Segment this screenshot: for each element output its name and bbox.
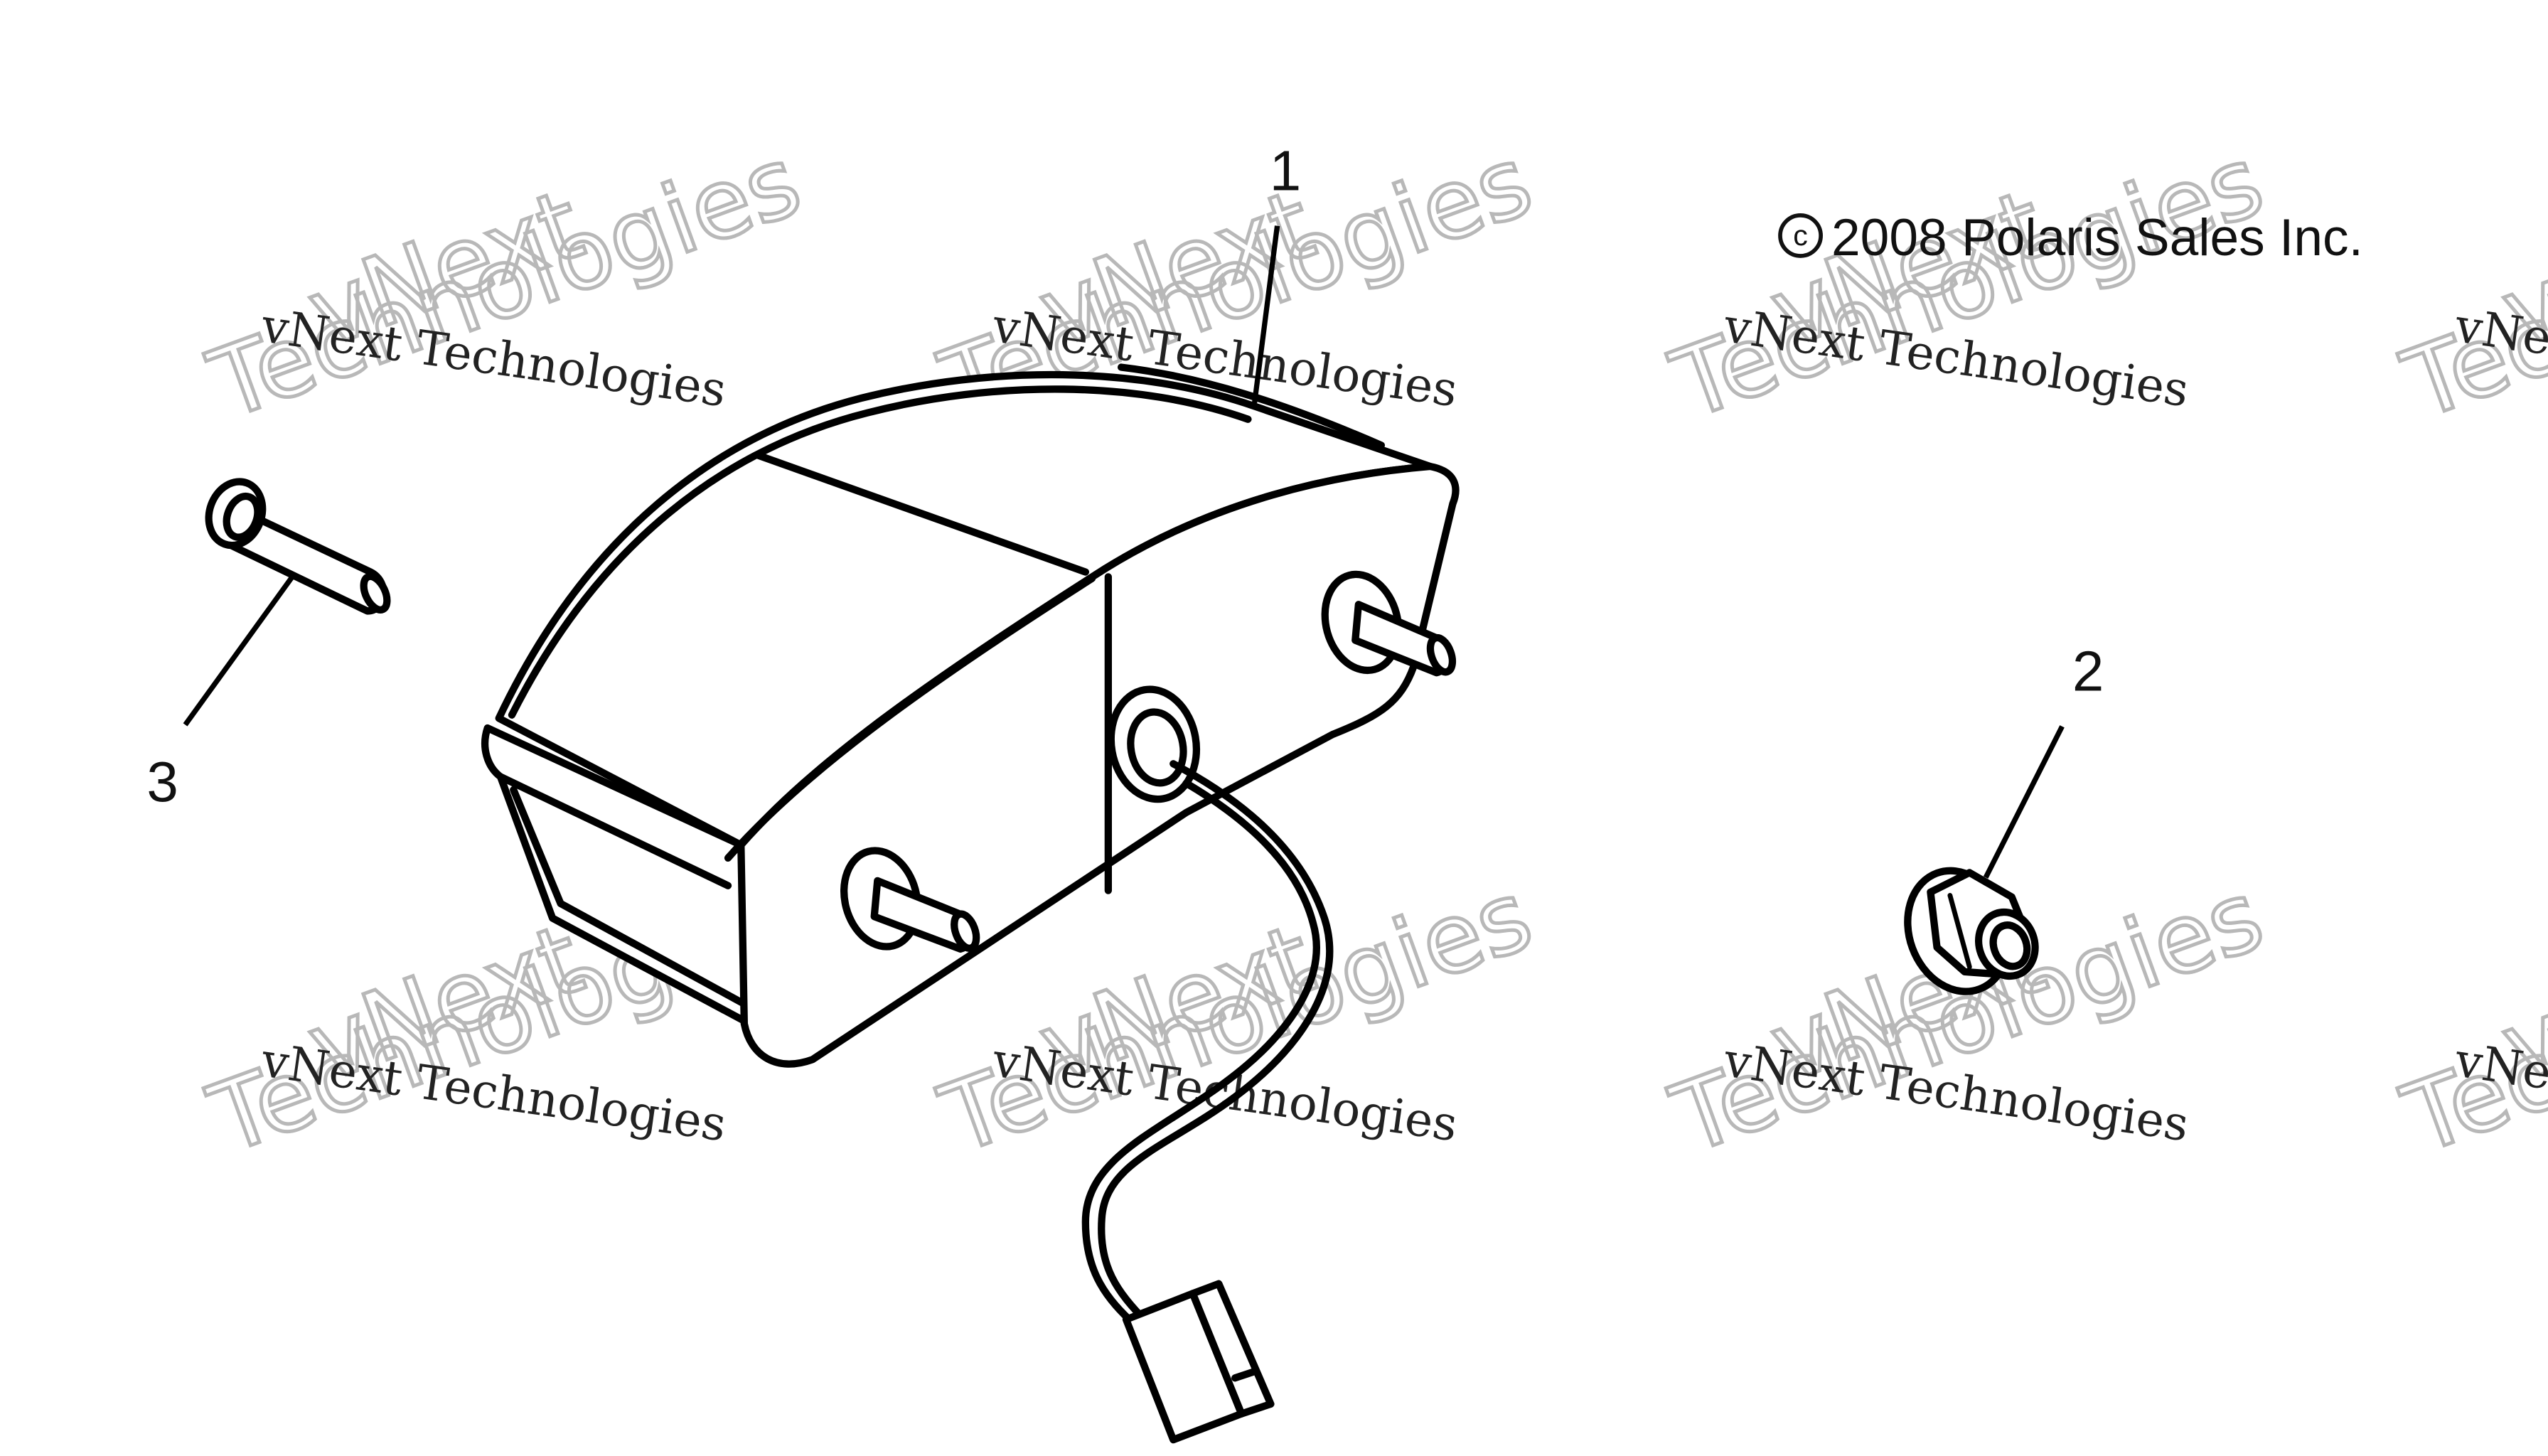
wire-connector-latch: [1231, 1368, 1258, 1382]
pin-part[interactable]: [200, 474, 392, 615]
wire-connector-side: [1189, 1280, 1275, 1418]
callout-number: 3: [146, 750, 178, 813]
tail-light-top-edge: [508, 385, 1252, 719]
pin-head-inner: [223, 492, 262, 541]
watermark: vNext Technologies vNext Technologies: [2389, 123, 2548, 442]
copyright-circle-icon: [1778, 213, 1823, 258]
copyright: c 2008 Polaris Sales Inc.: [1778, 209, 2363, 267]
wire-harness-inner: [1081, 779, 1320, 1328]
watermark: vNext Technologies vNext Technologies: [195, 123, 816, 442]
tail-light-top-seam: [754, 451, 1089, 576]
stud-right-end: [1426, 633, 1457, 676]
copyright-text: 2008 Polaris Sales Inc.: [1831, 209, 2363, 267]
watermark: vNext Technologies vNext Technologies: [1657, 123, 2279, 442]
leader-line: [183, 570, 298, 727]
leader-line: [1251, 225, 1280, 404]
tail-light-lens-edge: [496, 773, 732, 889]
pin-end: [360, 572, 391, 614]
tail-light-part[interactable]: [481, 363, 1460, 1444]
callout-number: 2: [2072, 639, 2104, 702]
tail-light-lens-inner: [510, 786, 755, 1012]
copyright-symbol: c: [1793, 219, 1808, 252]
watermark: vNext Technologies vNext Technologies: [2389, 858, 2548, 1177]
callout-number: 1: [1270, 139, 1302, 202]
tail-light-front-bevel: [724, 574, 1096, 862]
nut-hex-edge: [1947, 893, 1972, 970]
tail-light-top-rim: [1118, 363, 1385, 449]
stud-left-end: [951, 910, 980, 952]
flange-nut-part[interactable]: [1891, 857, 2044, 1006]
nut-bore: [1989, 921, 2031, 970]
callout-2[interactable]: 2: [1983, 639, 2104, 879]
callout-3[interactable]: 3: [146, 570, 298, 813]
wire-harness-outer: [1098, 760, 1334, 1324]
wire-grommet-inner: [1127, 708, 1187, 787]
callout-1[interactable]: 1: [1251, 139, 1302, 404]
leader-line: [1983, 725, 2065, 879]
